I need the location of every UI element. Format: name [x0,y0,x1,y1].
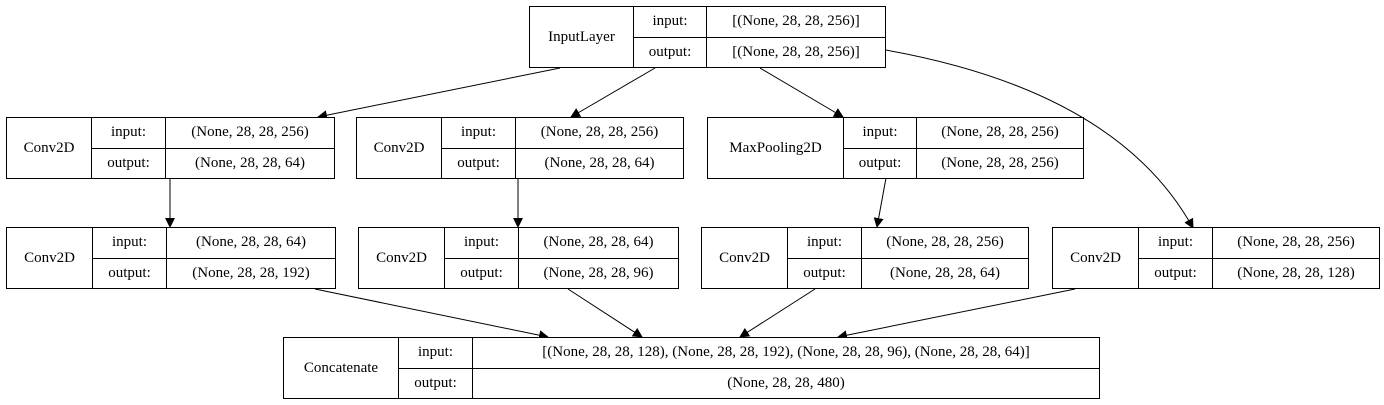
node-conv2d-d1: Conv2D input: output: (None, 28, 28, 256… [1052,227,1380,289]
edge-maxpool-to-conv-c2 [873,177,887,228]
node-name: Conv2D [702,228,788,288]
node-name: Conv2D [7,118,92,178]
node-conv2d-c2: Conv2D input: output: (None, 28, 28, 256… [701,227,1029,289]
input-label: input: [634,7,706,38]
input-shape: [(None, 28, 28, 128), (None, 28, 28, 192… [473,338,1099,369]
edge-input-to-maxpool [759,67,844,118]
edge-input-to-conv-a1 [317,67,561,121]
input-shape: (None, 28, 28, 256) [917,118,1083,149]
node-conv2d-a2: Conv2D input: output: (None, 28, 28, 64)… [6,227,336,289]
output-label: output: [648,43,692,60]
input-label: input: [399,338,472,369]
output-shape: (None, 28, 28, 64) [890,264,1000,281]
input-shape: (None, 28, 28, 256) [516,118,683,149]
input-shape: [(None, 28, 28, 256)] [707,7,885,38]
input-shape: (None, 28, 28, 64) [519,228,678,259]
input-shape: (None, 28, 28, 256) [862,228,1028,259]
output-shape: (None, 28, 28, 96) [543,264,654,281]
output-shape: (None, 28, 28, 480) [727,374,845,391]
node-name: Conv2D [1053,228,1139,288]
node-name: Concatenate [284,338,399,398]
output-label: output: [107,154,150,171]
output-label: output: [803,264,846,281]
output-label: output: [457,154,500,171]
input-shape: (None, 28, 28, 256) [166,118,334,149]
output-shape: [(None, 28, 28, 256)] [732,43,860,60]
output-shape: (None, 28, 28, 192) [192,264,310,281]
input-label: input: [844,118,916,149]
output-shape: (None, 28, 28, 128) [1237,264,1355,281]
output-shape: (None, 28, 28, 64) [195,154,305,171]
output-label: output: [108,264,151,281]
input-label: input: [1139,228,1212,259]
edge-conv-d1-to-concat [837,288,1076,341]
node-conv2d-a1: Conv2D input: output: (None, 28, 28, 256… [6,117,335,179]
edge-input-to-conv-d1 [879,48,1194,229]
edge-conv-b2-to-concat [567,288,643,338]
output-shape: (None, 28, 28, 64) [544,154,655,171]
node-name: MaxPooling2D [708,118,844,178]
node-name: Conv2D [359,228,445,288]
input-label: input: [788,228,861,259]
node-conv2d-b1: Conv2D input: output: (None, 28, 28, 256… [356,117,684,179]
output-label: output: [414,374,457,391]
node-name: InputLayer [530,7,634,67]
input-label: input: [92,118,165,149]
output-label: output: [460,264,503,281]
edge-conv-c2-to-concat [739,288,816,338]
node-input-layer: InputLayer input: output: [(None, 28, 28… [529,6,886,68]
input-label: input: [442,118,515,149]
edge-conv-a2-to-concat [314,288,549,341]
input-label: input: [445,228,518,259]
node-name: Conv2D [357,118,442,178]
node-concatenate: Concatenate input: output: [(None, 28, 2… [283,337,1100,399]
edge-input-to-conv-b1 [570,67,656,118]
node-name: Conv2D [7,228,93,288]
node-conv2d-b2: Conv2D input: output: (None, 28, 28, 64)… [358,227,679,289]
output-label: output: [858,154,902,171]
node-maxpooling2d: MaxPooling2D input: output: (None, 28, 2… [707,117,1084,179]
output-shape: (None, 28, 28, 256) [941,154,1059,171]
input-shape: (None, 28, 28, 64) [167,228,335,259]
input-shape: (None, 28, 28, 256) [1213,228,1379,259]
output-label: output: [1154,264,1197,281]
input-label: input: [93,228,166,259]
